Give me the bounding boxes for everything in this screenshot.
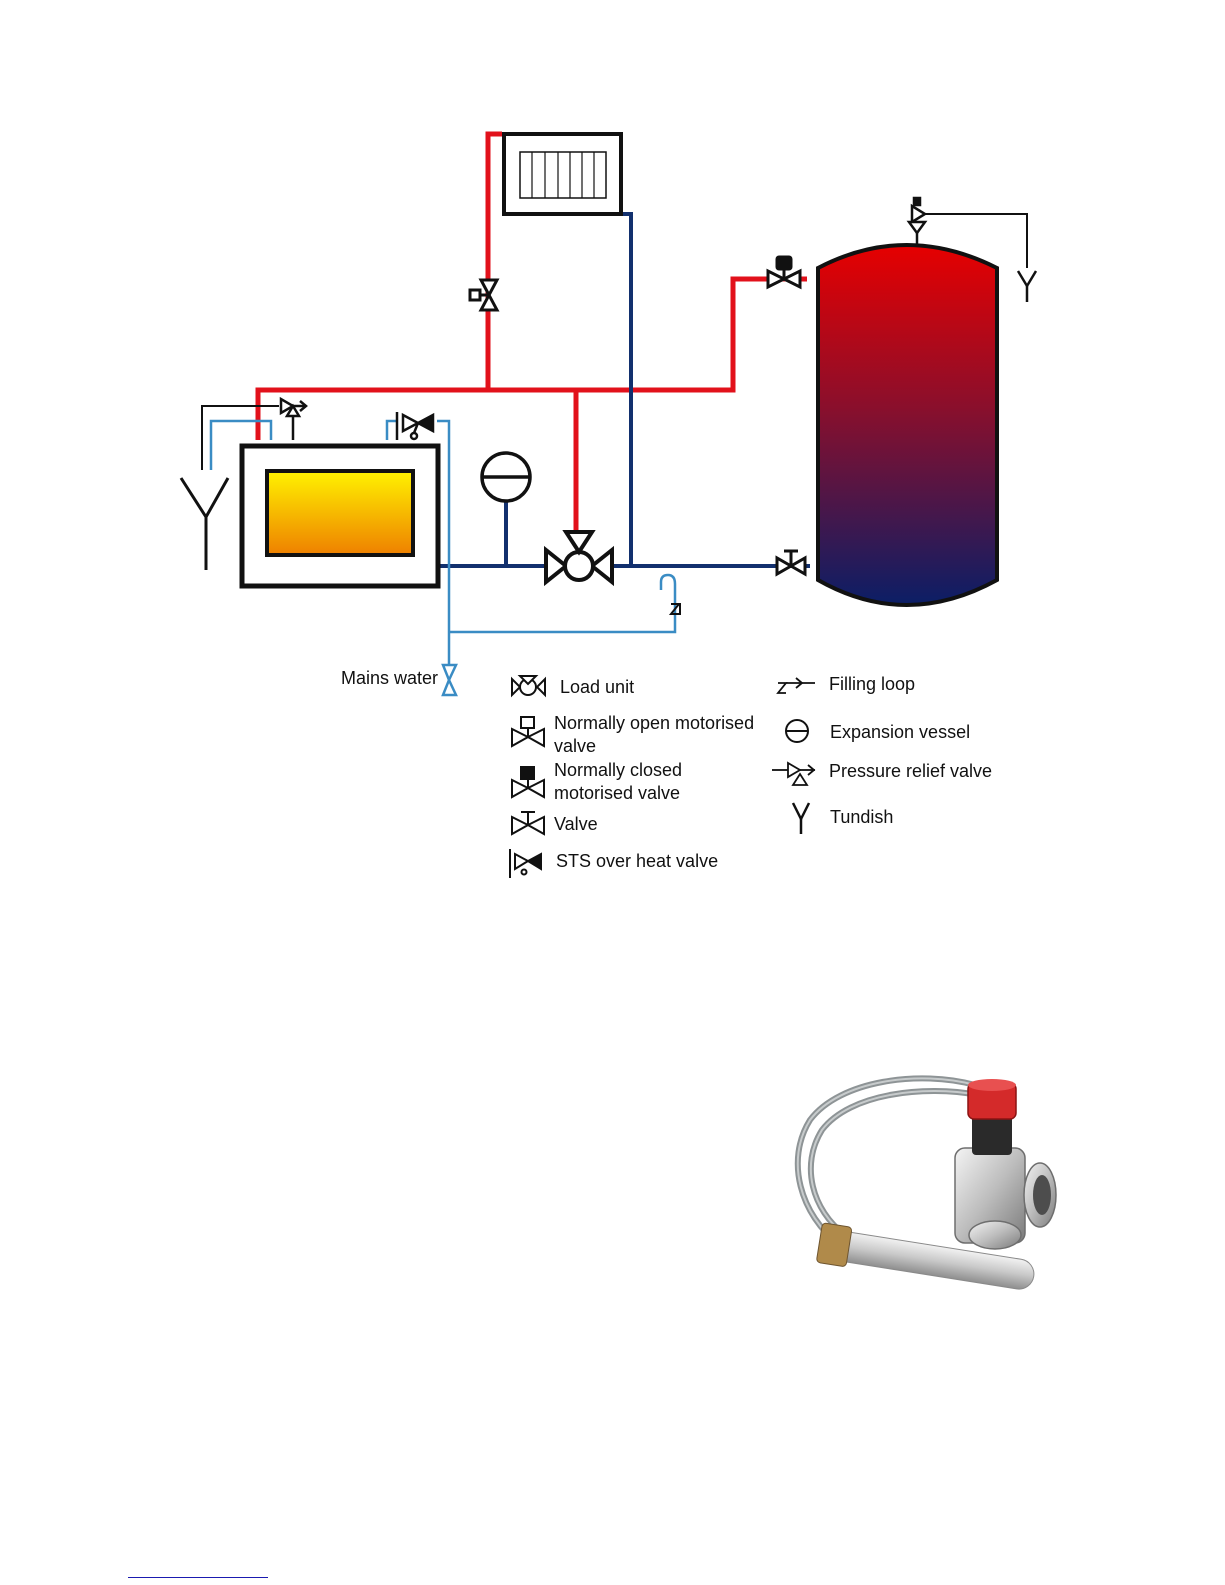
cylinder-pressure-relief-valve xyxy=(909,198,925,246)
boiler-tundish xyxy=(181,478,228,570)
normally-closed-motorised-valve xyxy=(768,257,800,287)
legend-expansion-vessel-icon xyxy=(786,720,808,742)
hot-water-cylinder xyxy=(818,245,997,605)
cylinder-return-valve xyxy=(777,551,805,574)
legend-load-unit-icon xyxy=(512,676,545,695)
legend-normally-open-icon xyxy=(512,717,544,746)
mains-water-valve xyxy=(443,665,456,695)
mains-water-label: Mains water xyxy=(341,668,438,688)
load-unit xyxy=(546,532,612,582)
legend-normally-open-label-line2: valve xyxy=(554,736,596,756)
legend-valve-label: Valve xyxy=(554,814,598,834)
cylinder-tundish xyxy=(1018,271,1036,302)
legend: Load unit Normally open motorised valve … xyxy=(510,674,992,878)
boiler xyxy=(242,446,438,586)
legend-tundish-icon xyxy=(793,803,809,834)
legend-pressure-relief-icon xyxy=(772,763,815,785)
legend-expansion-vessel-label: Expansion vessel xyxy=(830,722,970,742)
legend-load-unit-label: Load unit xyxy=(560,677,634,697)
legend-tundish-label: Tundish xyxy=(830,807,893,827)
boiler-pressure-relief-valve xyxy=(281,399,306,440)
footer-rule xyxy=(128,1577,268,1578)
sts-over-heat-valve xyxy=(397,412,433,440)
legend-valve-icon xyxy=(512,812,544,834)
legend-normally-closed-label-line1: Normally closed xyxy=(554,760,682,780)
radiator xyxy=(504,134,621,214)
legend-sts-icon xyxy=(510,849,541,878)
normally-open-motorised-valve xyxy=(470,280,497,310)
legend-normally-closed-label-line2: motorised valve xyxy=(554,783,680,803)
sts-valve-photo xyxy=(798,1078,1056,1296)
legend-sts-label: STS over heat valve xyxy=(556,851,718,871)
legend-pressure-relief-label: Pressure relief valve xyxy=(829,761,992,781)
legend-filling-loop-label: Filling loop xyxy=(829,674,915,694)
legend-normally-closed-icon xyxy=(512,767,544,797)
expansion-vessel xyxy=(482,453,530,501)
legend-normally-open-label-line1: Normally open motorised xyxy=(554,713,754,733)
legend-filling-loop-icon xyxy=(778,678,815,693)
filling-loop xyxy=(671,603,680,615)
